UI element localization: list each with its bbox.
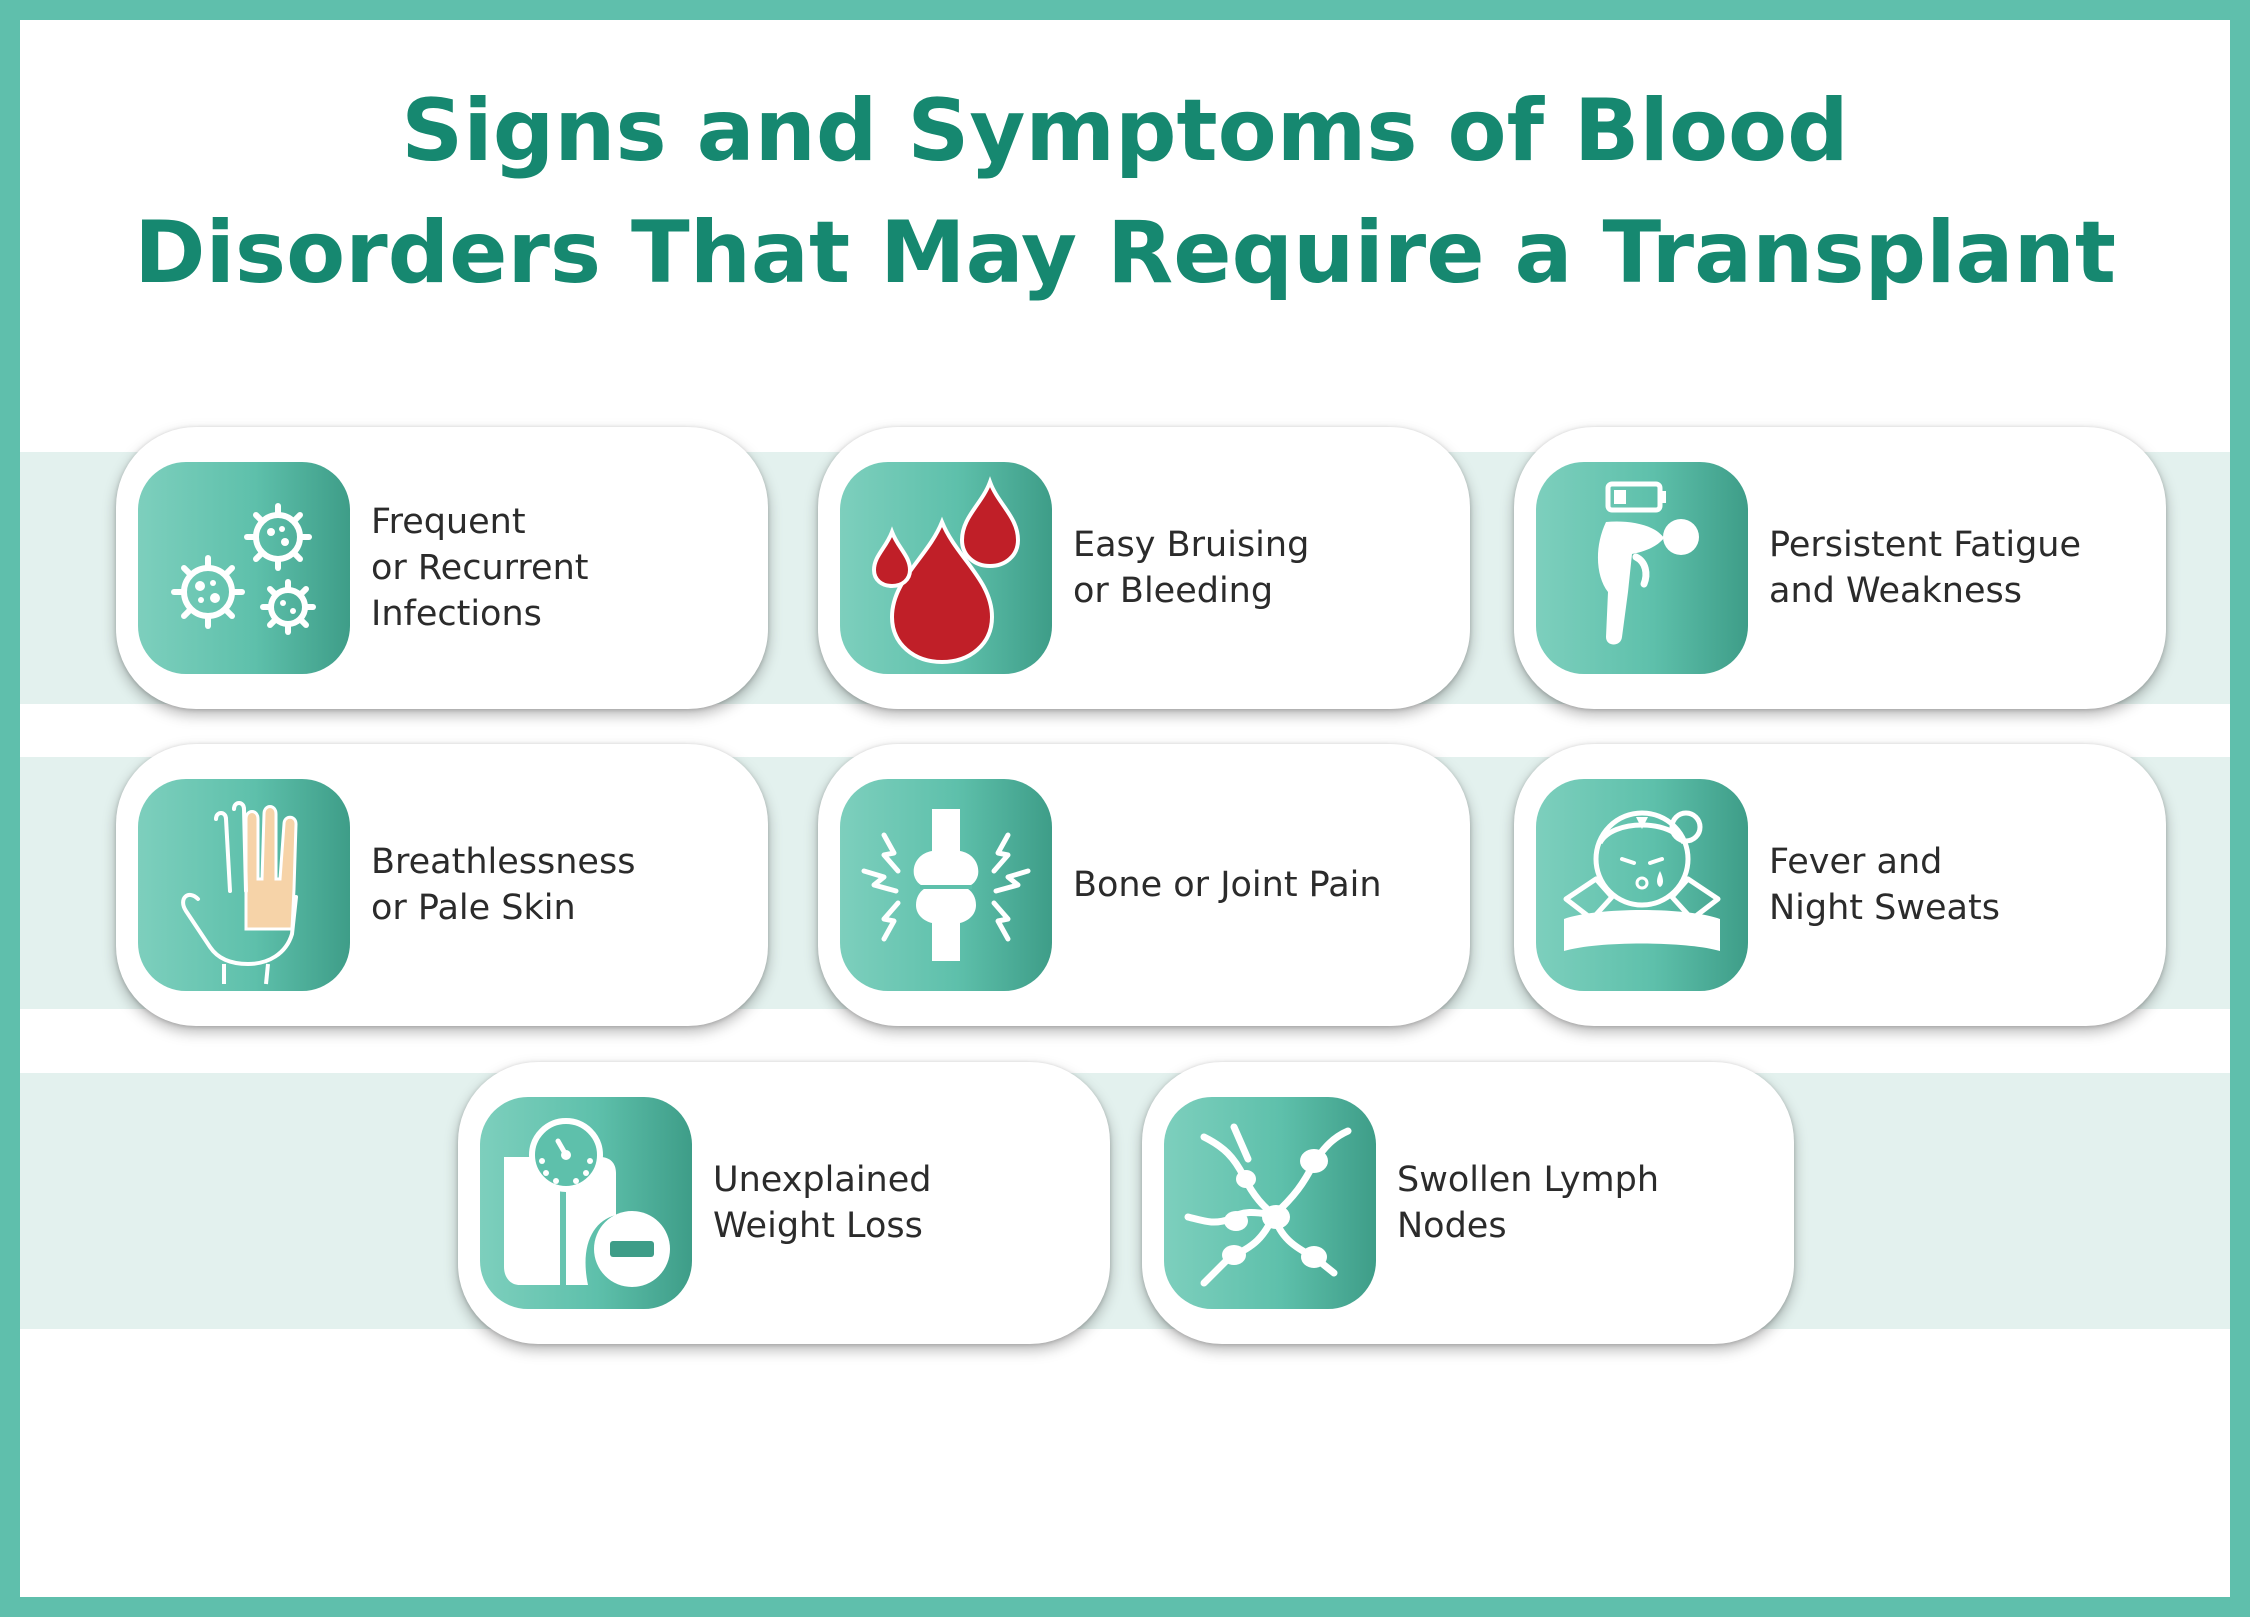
symptom-card-joint-pain: Bone or Joint Pain: [818, 744, 1470, 1026]
symptom-label: Persistent Fatigue and Weakness: [1769, 427, 2081, 709]
symptom-label: Easy Bruising or Bleeding: [1073, 427, 1309, 709]
symptom-label: Breathlessness or Pale Skin: [371, 744, 635, 1026]
symptom-card-weight-loss: Unexplained Weight Loss: [458, 1062, 1110, 1344]
label-line: and Weakness: [1769, 571, 2022, 611]
fever-person-icon: [1536, 779, 1748, 991]
background-band-row-3: [20, 1073, 2230, 1329]
symptom-label: Swollen Lymph Nodes: [1397, 1062, 1659, 1344]
label-line: Breathlessness: [371, 842, 636, 882]
symptom-label: Bone or Joint Pain: [1073, 744, 1382, 1026]
symptom-card-infections: Frequent or Recurrent Infections: [116, 427, 768, 709]
symptom-label: Unexplained Weight Loss: [713, 1062, 931, 1344]
lymph-nodes-icon: [1164, 1097, 1376, 1309]
label-line: Bone or Joint Pain: [1073, 865, 1382, 905]
pale-hand-icon: [138, 779, 350, 991]
weight-scale-minus-icon: [480, 1097, 692, 1309]
symptom-card-fatigue: Persistent Fatigue and Weakness: [1514, 427, 2166, 709]
fatigue-person-icon: [1536, 462, 1748, 674]
label-line: or Recurrent: [371, 548, 589, 588]
label-line: or Bleeding: [1073, 571, 1274, 611]
label-line: Easy Bruising: [1073, 525, 1310, 565]
label-line: Night Sweats: [1769, 888, 2000, 928]
label-line: or Pale Skin: [371, 888, 576, 928]
title-line-2: Disorders That May Require a Transplant: [134, 203, 2116, 303]
label-line: Nodes: [1397, 1206, 1507, 1246]
symptom-label: Fever and Night Sweats: [1769, 744, 2000, 1026]
label-line: Swollen Lymph: [1397, 1160, 1660, 1200]
symptom-label: Frequent or Recurrent Infections: [371, 427, 588, 709]
blood-drops-icon: [840, 462, 1052, 674]
label-line: Infections: [371, 594, 542, 634]
symptom-card-bruising: Easy Bruising or Bleeding: [818, 427, 1470, 709]
symptom-card-fever: Fever and Night Sweats: [1514, 744, 2166, 1026]
symptom-card-breathlessness: Breathlessness or Pale Skin: [116, 744, 768, 1026]
label-line: Fever and: [1769, 842, 1943, 882]
page-title: Signs and Symptoms of Blood Disorders Th…: [0, 70, 2250, 314]
title-line-1: Signs and Symptoms of Blood: [401, 81, 1849, 181]
label-line: Unexplained: [713, 1160, 932, 1200]
virus-icon: [138, 462, 350, 674]
symptom-card-lymph-nodes: Swollen Lymph Nodes: [1142, 1062, 1794, 1344]
joint-pain-icon: [840, 779, 1052, 991]
label-line: Persistent Fatigue: [1769, 525, 2082, 565]
label-line: Frequent: [371, 502, 526, 542]
label-line: Weight Loss: [713, 1206, 923, 1246]
